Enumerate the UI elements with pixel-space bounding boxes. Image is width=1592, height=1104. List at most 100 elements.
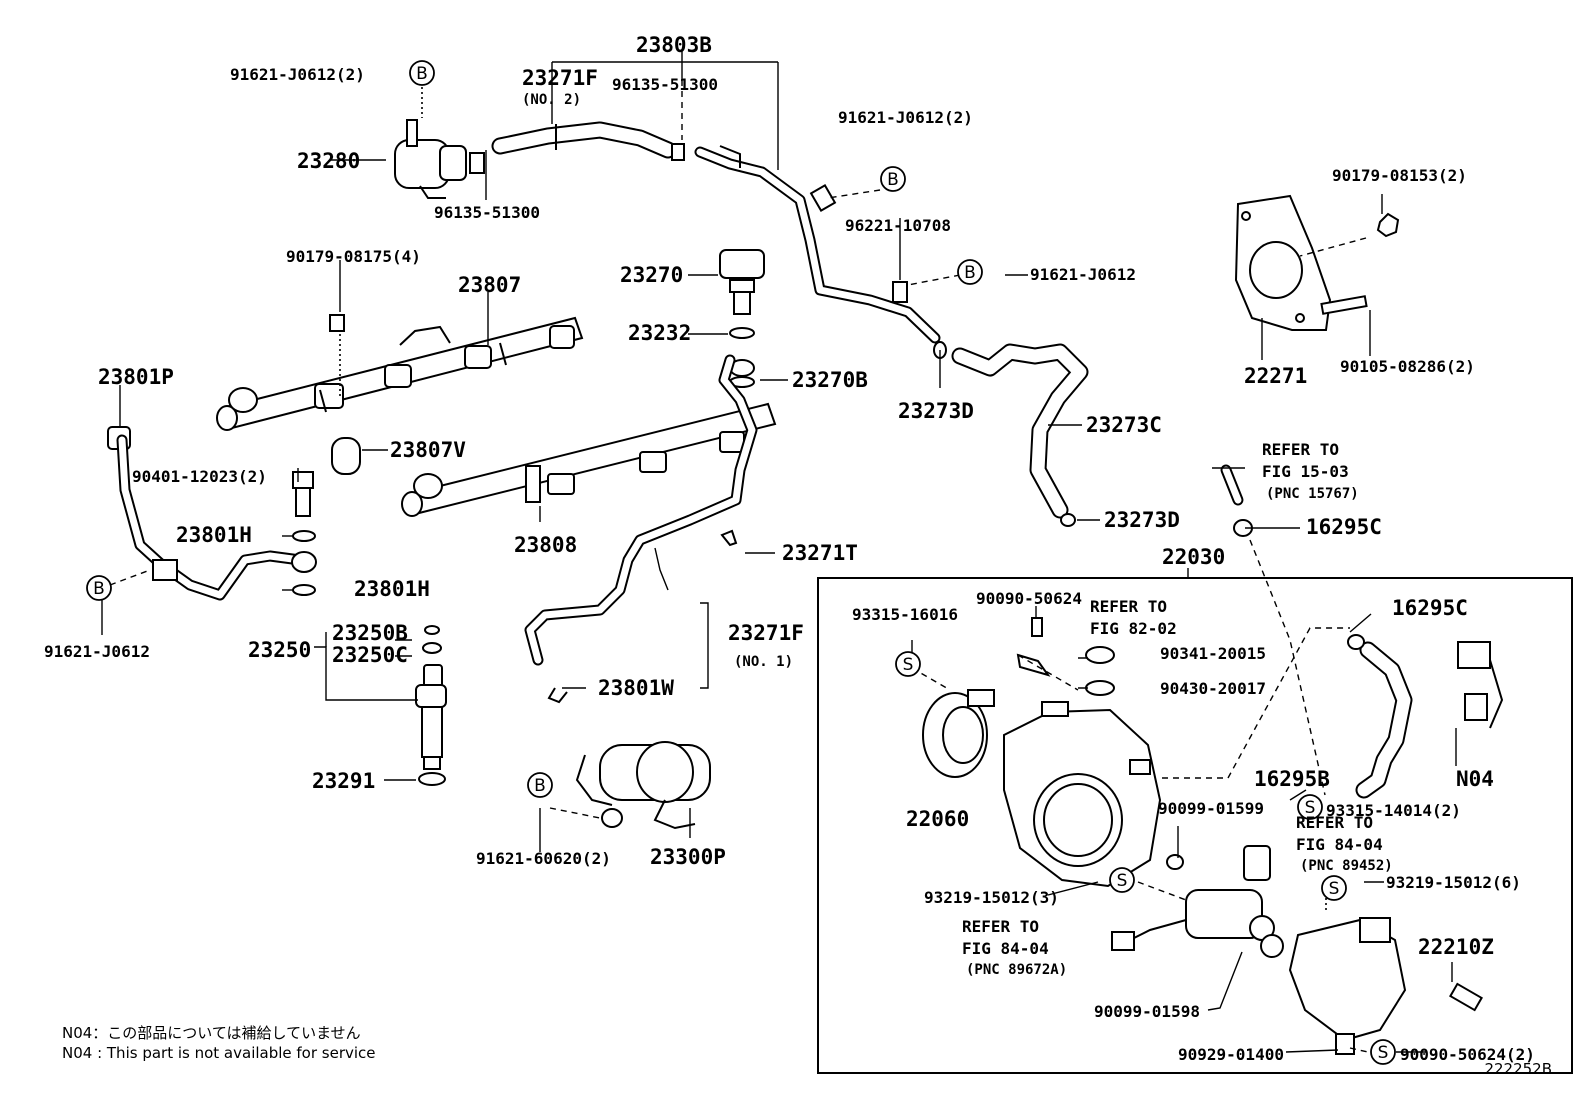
note-japanese: N04：この部品については補給していません — [62, 1024, 361, 1042]
svg-text:S: S — [903, 655, 914, 675]
label-n04: N04 — [1456, 767, 1494, 791]
note-english: N04 : This part is not available for ser… — [62, 1044, 376, 1062]
svg-text:REFER TO: REFER TO — [1090, 597, 1167, 616]
marker-s — [1109, 867, 1135, 893]
svg-text:B: B — [534, 776, 546, 796]
refer-fig-84-04-89672a: REFER TO FIG 84-04 (PNC 89672A) — [962, 917, 1067, 978]
label-90090-50624: 90090-50624 — [976, 589, 1082, 608]
svg-text:S: S — [1305, 798, 1316, 818]
marker-b — [86, 575, 112, 601]
label-90179-08175: 90179-08175(4) — [286, 247, 421, 266]
pulsation-damper-23270 — [719, 249, 765, 388]
svg-text:(PNC 15767): (PNC 15767) — [1266, 486, 1359, 502]
fuel-filter-23300p — [575, 741, 711, 830]
label-23280: 23280 — [297, 149, 360, 173]
refer-fig-82-02: REFER TO FIG 82-02 — [1090, 597, 1177, 638]
label-23250b: 23250B — [332, 621, 408, 645]
svg-text:FIG 84-04: FIG 84-04 — [1296, 835, 1383, 854]
label-91621-j0612-2: 91621-J0612(2) — [838, 108, 973, 127]
label-93315-16016: 93315-16016 — [852, 605, 958, 624]
svg-text:B: B — [887, 170, 899, 190]
svg-text:S: S — [1329, 879, 1340, 899]
label-93219-15012-3: 93219-15012(3) — [924, 888, 1059, 907]
svg-text:B: B — [416, 64, 428, 84]
label-96135-51300: 96135-51300 — [434, 203, 540, 222]
label-90090-50624-2: 90090-50624(2) — [1400, 1045, 1535, 1064]
label-90099-01598: 90099-01598 — [1094, 1002, 1200, 1021]
label-91621-60620: 91621-60620(2) — [476, 849, 611, 868]
svg-text:FIG 82-02: FIG 82-02 — [1090, 619, 1177, 638]
fuel-rail-23808 — [401, 402, 777, 517]
label-90401-12023: 90401-12023(2) — [132, 467, 267, 486]
fuel-rail-23807 — [216, 316, 584, 431]
svg-text:REFER TO: REFER TO — [1262, 440, 1339, 459]
marker-s — [1321, 875, 1347, 901]
label-22060: 22060 — [906, 807, 969, 831]
label-22210z: 22210Z — [1418, 935, 1494, 959]
pressure-regulator-23280 — [394, 119, 485, 199]
label-23271f-no1-sub: (NO. 1) — [734, 654, 793, 670]
label-91621-j0612: 91621-J0612 — [1030, 265, 1136, 284]
label-16295c: 16295C — [1392, 596, 1468, 620]
refer-fig-15-03: REFER TO FIG 15-03 (PNC 15767) — [1262, 440, 1359, 502]
label-90929-01400: 90929-01400 — [1178, 1045, 1284, 1064]
label-23801p: 23801P — [98, 365, 174, 389]
label-22271: 22271 — [1244, 364, 1307, 388]
throttle-assembly-frame — [817, 577, 1573, 1074]
pipe-23801p — [107, 426, 317, 601]
marker-b — [409, 60, 435, 86]
sensor-22060 — [922, 689, 995, 778]
plug-23807v — [331, 437, 361, 475]
label-96221-10708: 96221-10708 — [845, 216, 951, 235]
label-23250c: 23250C — [332, 643, 408, 667]
marker-b — [527, 772, 553, 798]
label-23270: 23270 — [620, 263, 683, 287]
svg-text:FIG 15-03: FIG 15-03 — [1262, 462, 1349, 481]
gasket-22271 — [1234, 194, 1332, 331]
svg-text:FIG 84-04: FIG 84-04 — [962, 939, 1049, 958]
label-93219-15012-6: 93219-15012(6) — [1386, 873, 1521, 892]
svg-text:(PNC 89672A): (PNC 89672A) — [966, 962, 1067, 978]
svg-text:B: B — [93, 579, 105, 599]
figure-code: 222252B — [1484, 1060, 1552, 1078]
label-16295c: 16295C — [1306, 515, 1382, 539]
label-23291: 23291 — [312, 769, 375, 793]
label-23232: 23232 — [628, 321, 691, 345]
lower-housing — [1288, 917, 1407, 1055]
label-90341-20015: 90341-20015 — [1160, 644, 1266, 663]
control-valve — [1111, 889, 1284, 958]
marker-s — [1297, 794, 1323, 820]
label-23808: 23808 — [514, 533, 577, 557]
label-23271f-no2: 23271F — [522, 66, 598, 90]
label-90430-20017: 90430-20017 — [1160, 679, 1266, 698]
svg-text:(PNC 89452): (PNC 89452) — [1300, 858, 1393, 874]
refer-fig-84-04-89452: REFER TO FIG 84-04 (PNC 89452) — [1296, 813, 1393, 874]
label-96135-51300: 96135-51300 — [612, 75, 718, 94]
label-22030: 22030 — [1162, 545, 1225, 569]
marker-s — [895, 651, 921, 677]
harness-n04 — [1457, 641, 1504, 729]
throttle-body — [1003, 701, 1162, 888]
label-23801h: 23801H — [176, 523, 252, 547]
label-90105-08286: 90105-08286(2) — [1340, 357, 1475, 376]
label-23807: 23807 — [458, 273, 521, 297]
svg-text:REFER TO: REFER TO — [1296, 813, 1373, 832]
marker-b — [957, 259, 983, 285]
label-23271f-no1: 23271F — [728, 621, 804, 645]
label-23273d: 23273D — [1104, 508, 1180, 532]
label-23300p: 23300P — [650, 845, 726, 869]
label-23271t: 23271T — [782, 541, 858, 565]
svg-text:B: B — [964, 263, 976, 283]
svg-text:REFER TO: REFER TO — [962, 917, 1039, 936]
label-90099-01599: 90099-01599 — [1158, 799, 1264, 818]
label-23270b: 23270B — [792, 368, 868, 392]
label-91621-j0612-2: 91621-J0612(2) — [230, 65, 365, 84]
label-23801w: 23801W — [598, 676, 674, 700]
label-23273d: 23273D — [898, 399, 974, 423]
label-93315-14014: 93315-14014(2) — [1326, 801, 1461, 820]
label-23273c: 23273C — [1086, 413, 1162, 437]
marker-s — [1370, 1039, 1396, 1065]
injector-23250 — [415, 625, 447, 786]
